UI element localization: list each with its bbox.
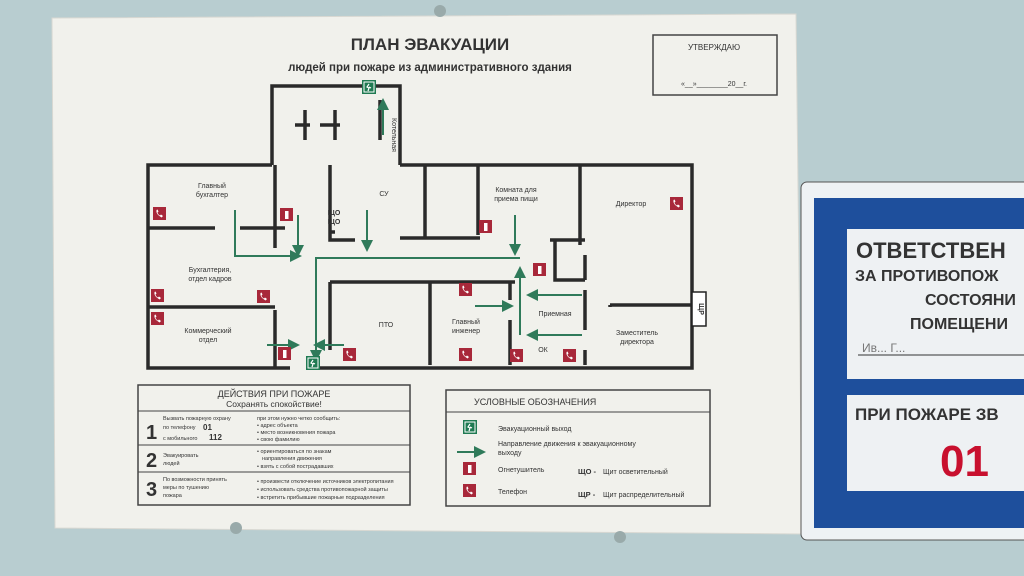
step-text: Вызвать пожарную охрану bbox=[163, 416, 231, 422]
step-text: людей bbox=[163, 460, 180, 467]
step-text: меры по тушению bbox=[163, 485, 209, 491]
phone-icon bbox=[459, 283, 472, 296]
room-deputy-director: Заместитель bbox=[616, 330, 658, 337]
fire-extinguisher-icon bbox=[463, 462, 476, 475]
legend-distribution-desc: Щит распределительный bbox=[603, 491, 684, 499]
room-pto: ПТО bbox=[379, 322, 394, 329]
responsible-person-sign: ОТВЕТСТВЕН ЗА ПРОТИВОПОЖ СОСТОЯНИ ПОМЕЩЕ… bbox=[800, 181, 1024, 541]
room-chief-accountant: Главный bbox=[198, 182, 226, 190]
step-text: пожара bbox=[163, 493, 183, 499]
legend-phone-label: Телефон bbox=[498, 489, 527, 496]
sign-line: СОСТОЯНИ bbox=[925, 292, 1016, 309]
step-text: по телефону bbox=[163, 425, 196, 431]
actions-subtitle: Сохранять спокойствие! bbox=[226, 399, 322, 409]
screw-icon bbox=[614, 531, 626, 543]
sign-fire-number: 01 bbox=[940, 437, 989, 486]
step-text: По возможности принять bbox=[163, 477, 227, 483]
sign-line: ЗА ПРОТИВОПОЖ bbox=[855, 268, 999, 285]
room-reception: Приемная bbox=[538, 311, 571, 318]
plan-title: ПЛАН ЭВАКУАЦИИ bbox=[351, 35, 509, 54]
fire-phone-number: 01 bbox=[203, 423, 212, 432]
legend-lighting-code: ЩО - bbox=[578, 467, 597, 476]
legend-direction-label: Направление движения к эвакуационному bbox=[498, 441, 636, 448]
phone-icon bbox=[670, 197, 683, 210]
step-number: 3 bbox=[146, 479, 157, 501]
fire-exit-icon bbox=[361, 79, 377, 95]
room-chief-engineer: Главный bbox=[452, 318, 480, 326]
fire-exit-icon bbox=[462, 419, 478, 435]
legend-direction-label: выходу bbox=[498, 450, 522, 457]
actions-title: ДЕЙСТВИЯ ПРИ ПОЖАРЕ bbox=[218, 388, 331, 399]
room-chief-accountant: бухгалтер bbox=[196, 191, 228, 199]
mobile-phone-number: 112 bbox=[209, 433, 222, 442]
direction-arrow-icon bbox=[234, 210, 302, 262]
phone-icon bbox=[153, 207, 166, 220]
step-number: 1 bbox=[146, 422, 157, 444]
sign-fire-call: ПРИ ПОЖАРЕ ЗВ bbox=[855, 405, 999, 424]
phone-icon bbox=[459, 348, 472, 361]
fire-exit-icon bbox=[305, 355, 321, 371]
legend-lighting-desc: Щит осветительный bbox=[603, 468, 668, 476]
room-director: Директор bbox=[616, 201, 647, 208]
approval-label: УТВЕРЖДАЮ bbox=[688, 43, 740, 52]
sign-line: ПОМЕЩЕНИ bbox=[910, 316, 1008, 333]
step-text: • свою фамилию bbox=[257, 437, 300, 443]
step-text: • ориентироваться по знакам bbox=[257, 449, 332, 455]
room-accounting: отдел кадров bbox=[188, 276, 231, 283]
fire-actions-panel: ДЕЙСТВИЯ ПРИ ПОЖАРЕ Сохранять спокойстви… bbox=[137, 384, 411, 506]
sign-line: ОТВЕТСТВЕН bbox=[856, 238, 1006, 263]
room-boiler: Котельная bbox=[390, 118, 397, 152]
direction-arrow-icon bbox=[310, 257, 520, 362]
legend-exit-label: Эвакуационный выход bbox=[498, 425, 571, 433]
step-text: • адрес объекта bbox=[257, 423, 299, 429]
room-hr: ОК bbox=[538, 347, 548, 354]
room-dining: Комната для bbox=[495, 187, 537, 194]
approval-box bbox=[652, 34, 778, 96]
phone-icon bbox=[257, 290, 270, 303]
legend-distribution-code: ЩР - bbox=[578, 490, 596, 499]
room-chief-engineer: инженер bbox=[452, 328, 480, 335]
lighting-panel-label: ЩО bbox=[328, 210, 341, 217]
step-text: • взять с собой пострадавших bbox=[257, 463, 334, 470]
room-commercial: Коммерческий bbox=[184, 327, 231, 335]
step-text: • произвести отключение источников элект… bbox=[257, 479, 394, 485]
step-text: • встретить прибывшие пожарные подраздел… bbox=[257, 495, 385, 501]
legend-extinguisher-label: Огнетушитель bbox=[498, 467, 545, 474]
room-commercial: отдел bbox=[199, 337, 218, 344]
fire-extinguisher-icon bbox=[533, 263, 546, 276]
phone-icon bbox=[463, 484, 476, 497]
approval-date-line: «__»________20__г. bbox=[681, 81, 747, 88]
phone-icon bbox=[510, 349, 523, 362]
fire-extinguisher-icon bbox=[280, 208, 293, 221]
fire-extinguisher-icon bbox=[278, 347, 291, 360]
distribution-panel-label: ЩР bbox=[697, 303, 704, 315]
room-dining: приема пищи bbox=[494, 196, 538, 203]
screw-icon bbox=[230, 522, 242, 534]
step-text: с мобильного bbox=[163, 436, 197, 442]
step-text: • место возникновения пожара bbox=[257, 430, 336, 436]
step-text: при этом нужно четко сообщить: bbox=[257, 416, 341, 422]
distribution-panel bbox=[691, 291, 707, 327]
room-deputy-director: директора bbox=[620, 339, 654, 346]
phone-icon bbox=[151, 312, 164, 325]
step-number: 2 bbox=[146, 450, 157, 472]
legend-panel: УСЛОВНЫЕ ОБОЗНАЧЕНИЯ Эвакуационный выход… bbox=[445, 389, 711, 507]
handwritten-name: Ив... Г... bbox=[862, 341, 905, 355]
phone-icon bbox=[563, 349, 576, 362]
step-text: направления движения bbox=[262, 456, 322, 462]
phone-icon bbox=[343, 348, 356, 361]
phone-icon bbox=[151, 289, 164, 302]
floor-plan: ЩР Котельная Главный бухгалт bbox=[146, 79, 707, 371]
lighting-panel-label: ЩО bbox=[328, 219, 341, 226]
room-wc: СУ bbox=[379, 191, 389, 198]
plan-subtitle: людей при пожаре из административного зд… bbox=[288, 62, 572, 74]
fire-extinguisher-icon bbox=[479, 220, 492, 233]
legend-title: УСЛОВНЫЕ ОБОЗНАЧЕНИЯ bbox=[474, 397, 596, 407]
screw-icon bbox=[434, 5, 446, 17]
step-text: • использовать средства противопожарной … bbox=[257, 486, 388, 493]
step-text: Эвакуировать bbox=[163, 453, 199, 459]
room-accounting: Бухгалтерия, bbox=[189, 267, 231, 274]
